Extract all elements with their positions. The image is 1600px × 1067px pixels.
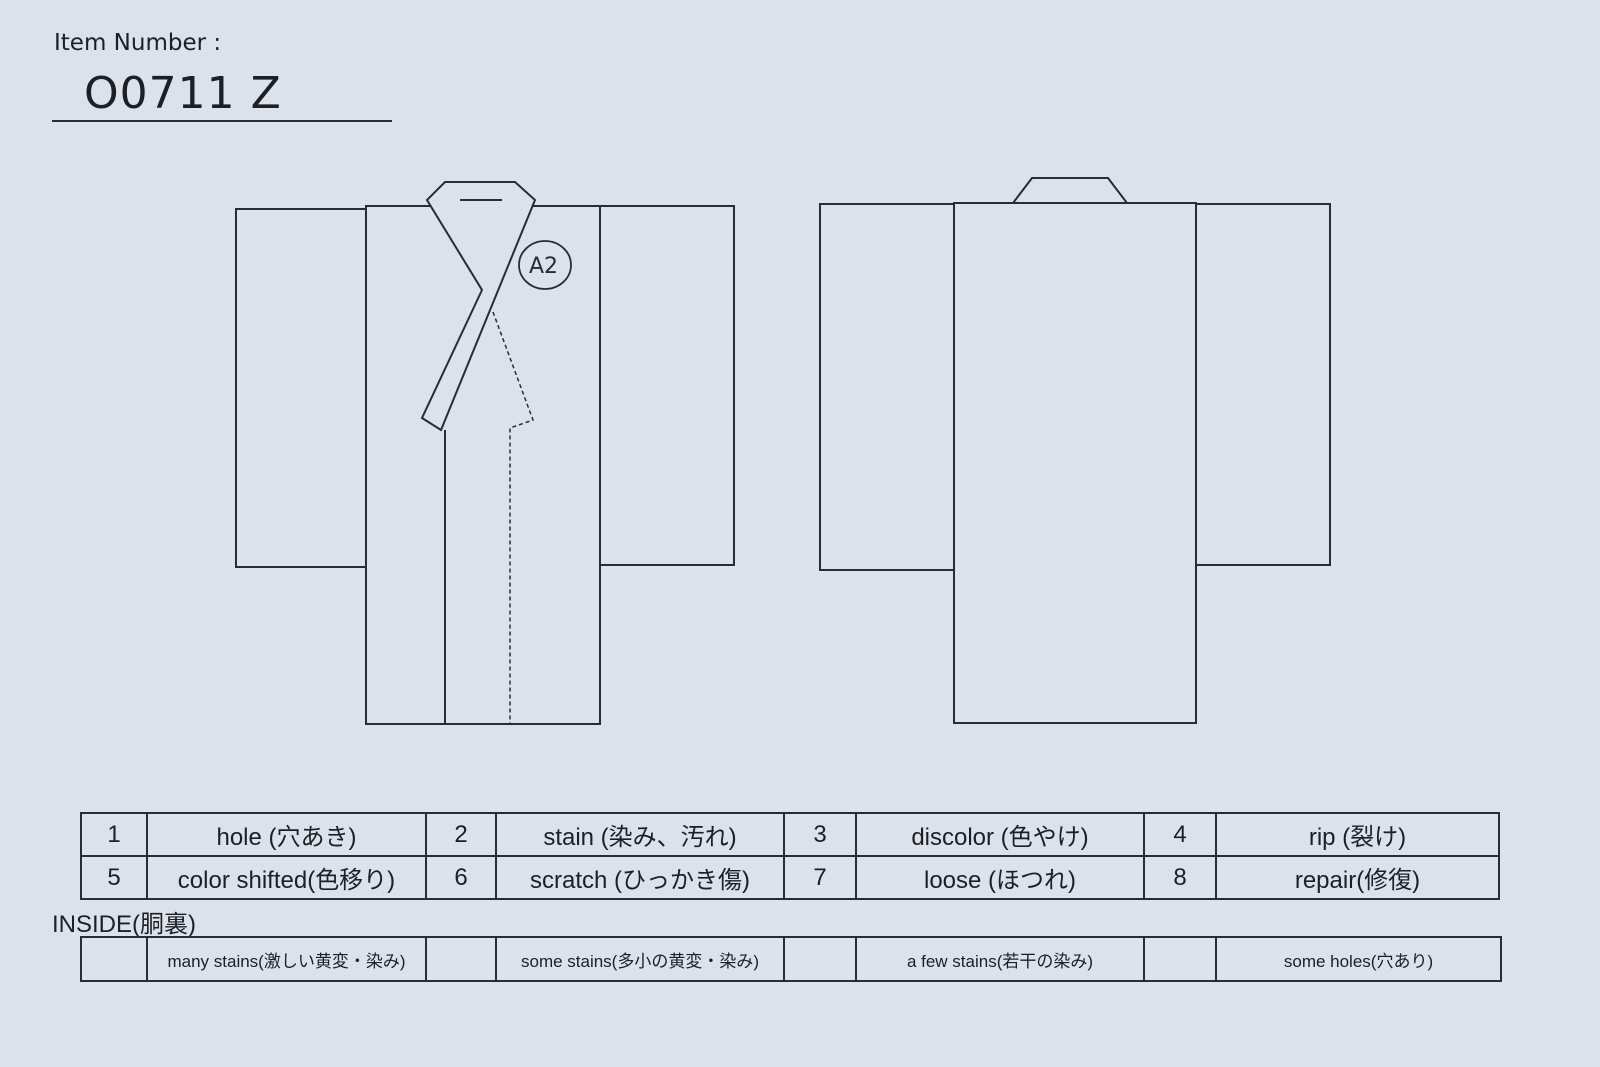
legend-text: rip (裂け) [1215,812,1500,857]
inside-checkbox-cell[interactable] [425,936,497,982]
front-collar [420,181,537,432]
inside-item: many stains(激しい黄変・染み) [146,936,427,982]
annotation-circle [518,240,572,290]
inside-item: some holes(穴あり) [1215,936,1502,982]
back-right-sleeve [1195,203,1331,566]
inside-checkbox-cell[interactable] [783,936,857,982]
legend-num: 3 [783,812,857,857]
item-number-value: O0711 Z [84,68,282,119]
legend-text: repair(修復) [1215,855,1500,900]
legend-text: stain (染み、汚れ) [495,812,785,857]
kimono-front-diagram: A2 [235,181,735,725]
legend-num: 5 [80,855,148,900]
legend-num: 4 [1143,812,1217,857]
legend-text: scratch (ひっかき傷) [495,855,785,900]
legend-num: 6 [425,855,497,900]
legend-num: 1 [80,812,148,857]
legend-num: 8 [1143,855,1217,900]
annotation-label: A2 [529,254,558,279]
inside-checkbox-cell[interactable] [1143,936,1217,982]
legend-text: discolor (色やけ) [855,812,1145,857]
kimono-diagrams: A2 [235,177,1331,725]
inside-section-title: INSIDE(胴裏) [52,911,196,938]
table-row: many stains(激しい黄変・染み) some stains(多小の黄変・… [80,936,1502,982]
legend-num: 7 [783,855,857,900]
legend-num: 2 [425,812,497,857]
front-left-sleeve [235,208,367,568]
legend-text: color shifted(色移り) [146,855,427,900]
legend-text: hole (穴あき) [146,812,427,857]
inside-checkbox-cell[interactable] [80,936,148,982]
back-body [953,202,1197,724]
legend-text: loose (ほつれ) [855,855,1145,900]
item-number-label: Item Number : [54,30,222,56]
inside-lining-table: many stains(激しい黄変・染み) some stains(多小の黄変・… [80,936,1502,982]
back-left-sleeve [819,203,955,571]
front-right-sleeve [599,205,735,566]
back-collar [1010,177,1130,204]
inside-item: a few stains(若干の染み) [855,936,1145,982]
kimono-back-diagram [819,177,1331,724]
inside-item: some stains(多小の黄変・染み) [495,936,785,982]
item-number-underline [52,120,392,122]
underlap-dashed-line [492,311,534,724]
